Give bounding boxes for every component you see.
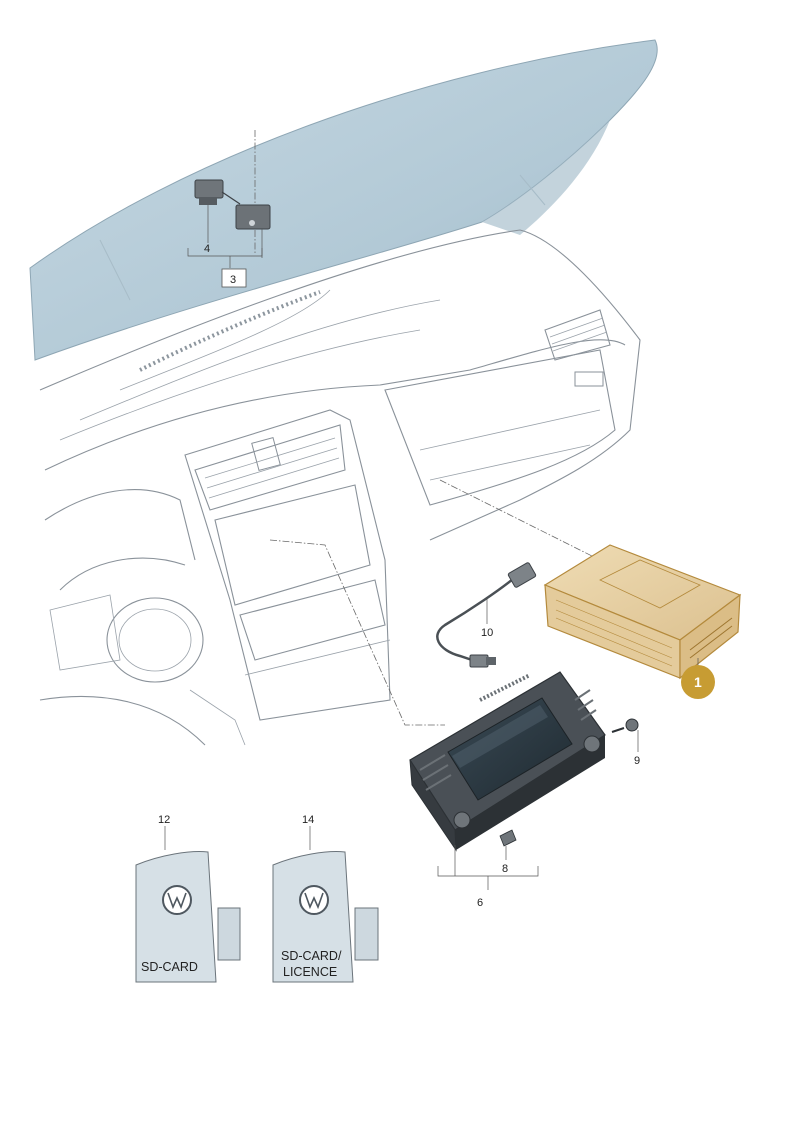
callout-1: 1	[694, 674, 702, 690]
part-antenna-cable	[436, 562, 537, 668]
callout-badge-1	[681, 665, 715, 699]
callout-3-box	[221, 268, 247, 288]
part-sensor-assembly	[194, 179, 271, 258]
callout-10: 10	[481, 627, 493, 639]
card-14-label-line1: SD-CARD/	[281, 949, 342, 963]
bracket-3	[187, 248, 263, 257]
callout-12: 12	[158, 814, 170, 826]
sd-card-12	[135, 826, 241, 983]
callout-14: 14	[302, 814, 314, 826]
callout-6: 6	[477, 897, 483, 909]
leader-lines	[254, 130, 601, 726]
windshield	[29, 39, 658, 361]
dashboard	[39, 229, 641, 746]
card-12-label: SD-CARD	[141, 960, 198, 974]
part-display-unit	[409, 671, 606, 852]
part-radio-unit	[543, 544, 742, 680]
callout-3: 3	[230, 274, 236, 286]
card-14-label-line2: LICENCE	[283, 965, 337, 979]
callout-4: 4	[204, 243, 210, 255]
callout-9: 9	[634, 755, 640, 767]
part-screw	[611, 718, 639, 752]
sd-card-14	[272, 826, 379, 983]
callout-8: 8	[502, 863, 508, 875]
bracket-6	[437, 866, 539, 877]
part-clip	[499, 829, 517, 860]
